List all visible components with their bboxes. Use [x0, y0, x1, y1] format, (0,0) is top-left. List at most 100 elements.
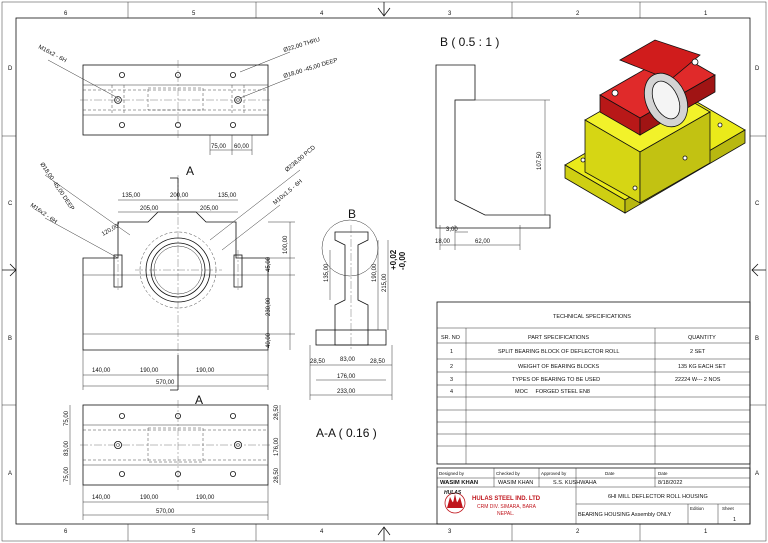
spec-header-qty: QUANTITY	[688, 335, 716, 341]
approved-by-label: Approved by	[541, 471, 567, 476]
dim-plan-570: 570,00	[156, 509, 175, 515]
dim-135-a: 135,00	[122, 193, 141, 199]
drawing-title: 6HI MILL DEFLECTOR ROLL HOUSING	[608, 494, 708, 500]
section-marker-bottom: A	[195, 393, 203, 407]
spec-row-2-no: 2	[450, 364, 453, 370]
dim-sec-tol-plus: +0,02	[389, 249, 398, 270]
sheet-number: 1	[733, 517, 736, 523]
dim-570: 570,00	[156, 380, 175, 386]
dim-sec-28-b: 28,50	[370, 359, 386, 365]
logo-wordmark: HULAS	[444, 490, 462, 496]
dim-plan-176: 176,00	[274, 437, 280, 456]
dim-plan-28-a: 28,50	[274, 404, 280, 420]
dim-45: 45,00	[266, 256, 272, 272]
dim-sec-176: 176,00	[337, 374, 356, 380]
spec-header-srno: SR. NO	[441, 335, 461, 341]
zone-col-bottom-5: 5	[192, 529, 196, 535]
zone-row-left-b: B	[8, 336, 12, 342]
zone-col-bottom-1: 1	[704, 529, 708, 535]
dim-sec-28-a: 28,50	[310, 359, 326, 365]
dim-140: 140,00	[92, 368, 111, 374]
zone-row-left-a: A	[8, 471, 12, 477]
section-marker-top: A	[186, 164, 194, 178]
callout-pcd: Ø238,00 PCD	[284, 144, 317, 173]
spec-row-4-no: 4	[450, 389, 453, 395]
dim-plan-28-b: 28,50	[274, 467, 280, 483]
section-view	[309, 219, 393, 400]
front-view	[44, 169, 301, 391]
dim-plan-140: 140,00	[92, 495, 111, 501]
spec-row-3-qty: 22224 W--- 2 NOS	[675, 377, 721, 383]
dim-top-75: 75,00	[211, 144, 227, 150]
zone-col-top-4: 4	[320, 11, 324, 17]
dim-detail-18: 18,00	[435, 239, 451, 245]
zone-col-top-3: 3	[448, 11, 452, 17]
spec-header-part: PART SPECIFICATIONS	[528, 335, 589, 341]
spec-row-2-qty: 135 KG EACH SET	[678, 364, 726, 370]
dim-sec-83: 83,00	[340, 357, 356, 363]
title-block	[436, 467, 751, 525]
zone-col-top-2: 2	[576, 11, 580, 17]
callout-m16-left: M16x2 - 6H	[29, 203, 58, 226]
approved-by-value: S.S. KUSHWAHA	[553, 480, 597, 486]
zone-col-top-6: 6	[64, 11, 68, 17]
designed-by-value: WASIM KHAN	[440, 480, 478, 486]
dim-sec-tol-minus: -0,00	[398, 251, 407, 270]
dim-sec-190: 190,00	[372, 263, 378, 282]
dim-205-a: 205,00	[140, 206, 159, 212]
section-view-label: A-A ( 0.16 )	[316, 426, 377, 440]
zone-col-bottom-6: 6	[64, 529, 68, 535]
spec-table	[436, 301, 751, 465]
spec-row-1-qty: 2 SET	[690, 349, 706, 355]
isometric-view	[564, 39, 746, 214]
zone-row-right-b: B	[755, 336, 759, 342]
company-name: HULAS STEEL IND. LTD	[472, 496, 541, 502]
dim-100: 100,00	[283, 235, 289, 254]
detail-view	[435, 64, 551, 250]
date-value: 8/18/2022	[658, 480, 682, 486]
company-division: CRM DIV. SIMARA, BARA	[477, 504, 537, 510]
callout-thru: Ø22,00 THRU	[283, 37, 321, 54]
zone-row-left-d: D	[8, 66, 13, 72]
zone-col-bottom-4: 4	[320, 529, 324, 535]
dim-detail-62: 62,00	[475, 239, 491, 245]
dim-sec-135: 135,00	[324, 263, 330, 282]
dim-plan-190-a: 190,00	[140, 495, 159, 501]
approved-date-label: Date	[605, 471, 615, 476]
spec-row-2-part: WEIGHT OF BEARING BLOCKS	[518, 364, 600, 370]
checked-by-value: WASIM KHAN	[498, 480, 533, 486]
checked-by-label: Checked by	[496, 471, 521, 476]
zone-labels: 6 5 4 3 2 1 6 5 4 3 2 1 D C B A D C B A	[8, 11, 760, 535]
callout-m10: M10x1.5 - 6H	[272, 179, 303, 207]
drawing-subtitle: BEARING HOUSING Assembly ONLY	[578, 512, 671, 518]
detail-view-label: B ( 0.5 : 1 )	[440, 35, 499, 49]
top-view: 75,00 60,00	[47, 51, 291, 155]
dim-sec-233: 233,00	[337, 389, 356, 395]
callout-angle: 120,00°	[101, 222, 122, 238]
sheet-label: Sheet	[722, 506, 735, 511]
spec-row-1-part: SPLIT BEARING BLOCK OF DEFLECTOR ROLL	[498, 349, 619, 355]
edition-label: Edition	[690, 506, 704, 511]
date-label: Date	[658, 471, 668, 476]
dim-sec-215: 215,00	[382, 273, 388, 292]
callout-deep18: Ø18,00 -45,00 DEEP	[283, 58, 339, 80]
zone-row-right-c: C	[755, 201, 760, 207]
detail-marker-b: B	[348, 207, 356, 221]
callout-deep-left: Ø18,00 -45,00 DEEP	[38, 162, 74, 212]
zone-col-bottom-3: 3	[448, 529, 452, 535]
dim-190-b: 190,00	[196, 368, 215, 374]
dim-detail-3: 3,00	[446, 227, 458, 233]
zone-col-bottom-2: 2	[576, 529, 580, 535]
zone-col-top-5: 5	[192, 11, 196, 17]
dim-230: 230,00	[266, 297, 272, 316]
dim-135-b: 135,00	[218, 193, 237, 199]
spec-row-3-no: 3	[450, 377, 453, 383]
designed-by-label: Designed by	[439, 471, 465, 476]
inner-frame	[15, 17, 751, 525]
zone-row-right-d: D	[755, 66, 760, 72]
dim-top-60: 60,00	[234, 144, 250, 150]
plan-view	[69, 400, 281, 520]
